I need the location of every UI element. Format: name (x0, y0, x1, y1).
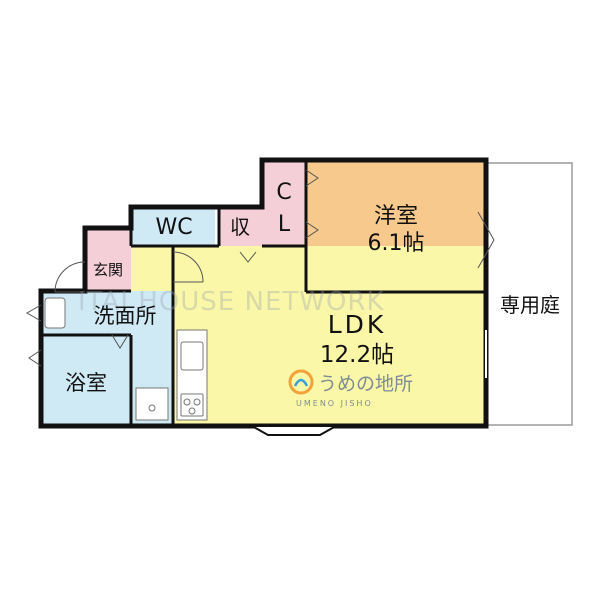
garden-area (485, 162, 573, 426)
bath-room (41, 335, 131, 425)
storage-room (219, 207, 262, 246)
washing-machine-icon (135, 387, 169, 421)
washroom-fixtures (44, 297, 169, 421)
closet-label-line1: C (276, 180, 291, 205)
company-logo: うめの地所 UMENO JISHO (288, 369, 413, 408)
entrance-room (85, 228, 131, 291)
hall-area (131, 246, 173, 291)
watermark: ITAI HOUSE NETWORK (78, 287, 385, 317)
kitchen-fixtures (176, 329, 208, 421)
logo-name: うめの地所 (318, 373, 413, 395)
washbasin-icon (44, 297, 66, 329)
ldk-room-name: LDK (328, 310, 387, 339)
closet-label-line2: L (278, 212, 291, 237)
logo-icon (288, 369, 314, 395)
bath-label: 浴室 (65, 371, 107, 395)
outer-walls (38, 157, 489, 429)
storage-label: 収 (230, 215, 250, 239)
wc-room (131, 207, 215, 246)
sink-icon (180, 341, 204, 371)
ldk-room (173, 246, 486, 426)
ldk-room-size: 12.2帖 (320, 342, 394, 368)
western-room-name: 洋室 (374, 204, 418, 229)
logo-subtitle: UMENO JISHO (296, 399, 373, 408)
entrance-label: 玄関 (93, 261, 123, 279)
door-symbols (25, 169, 495, 367)
garden-label: 専用庭 (500, 293, 560, 317)
western-room-size: 6.1帖 (368, 231, 425, 256)
interior-walls (41, 160, 486, 426)
washroom-label: 洗面所 (94, 304, 157, 328)
wc-label: WC (155, 215, 192, 240)
bay-window (248, 425, 340, 436)
closet-room (262, 160, 306, 246)
